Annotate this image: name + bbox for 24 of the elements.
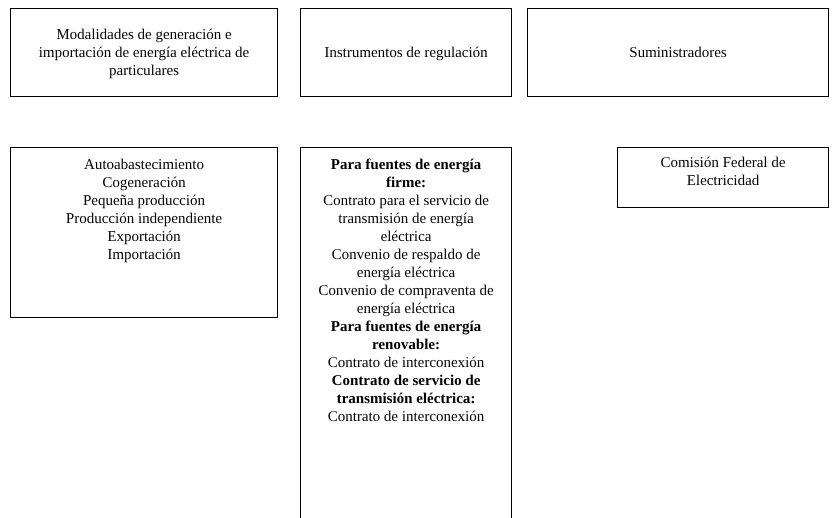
list-item: Contrato de interconexión bbox=[328, 408, 484, 426]
text-box bbox=[10, 147, 278, 318]
box-label: Comisión Federal de Electricidad bbox=[660, 154, 786, 190]
list-item: Importación bbox=[107, 246, 181, 264]
list-item: Contrato de interconexión bbox=[328, 354, 484, 372]
section-heading: Contrato de servicio de transmisión eléctrica: bbox=[330, 372, 482, 408]
list-item: Autoabastecimiento bbox=[84, 156, 204, 174]
list-item: Convenio de respaldo de energía eléctrica bbox=[330, 246, 482, 282]
list-item: Cogeneración bbox=[102, 174, 186, 192]
text-box bbox=[527, 8, 829, 97]
list-item: Pequeña producción bbox=[82, 192, 206, 210]
section-heading: Para fuentes de energía firme: bbox=[330, 156, 482, 192]
box-label: Modalidades de generación e importación de energía eléctrica de particulares bbox=[38, 26, 250, 80]
section-heading: Para fuentes de energía renovable: bbox=[330, 318, 482, 354]
text-box bbox=[300, 8, 512, 97]
box-label: Suministradores bbox=[629, 44, 727, 62]
list-item: Producción independiente bbox=[66, 210, 222, 228]
text-box bbox=[300, 147, 512, 518]
list-item: Convenio de compraventa de energía eléctrica bbox=[317, 282, 495, 318]
text-box bbox=[10, 8, 278, 97]
list-item: Exportación bbox=[107, 228, 181, 246]
text-box bbox=[617, 147, 829, 208]
box-label: Instrumentos de regulación bbox=[324, 44, 488, 62]
list-item: Contrato para el servicio de transmisión de energía eléctrica bbox=[322, 192, 490, 246]
